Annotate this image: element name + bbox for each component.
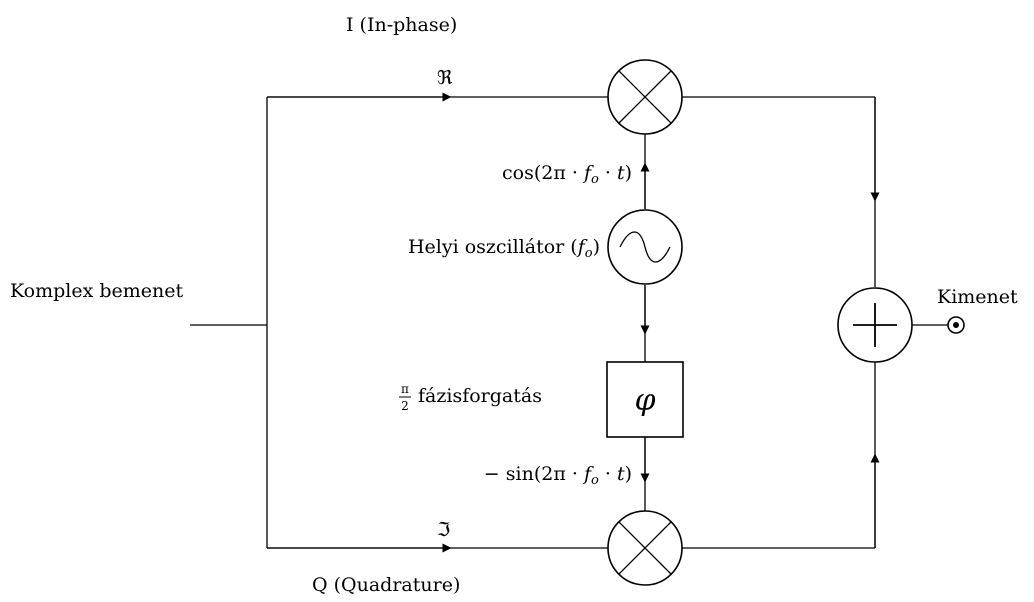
oscillator-label: Helyi oszcillátor (fo) [408, 236, 600, 261]
mixer-i [607, 59, 683, 135]
svg-text:2: 2 [401, 399, 409, 413]
summer [837, 287, 913, 363]
phase-shift-label: π 2 fázisforgatás [399, 382, 542, 413]
sine-wave-icon [619, 231, 671, 263]
cos-signal-label: cos(2π · fo · t) [502, 162, 632, 187]
mixer-q [607, 510, 683, 586]
svg-text:π: π [401, 382, 409, 396]
summer-feed-wires [682, 96, 880, 549]
output-label: Kimenet [937, 286, 1018, 308]
input-wire [190, 97, 268, 548]
real-part-label: ℜ [437, 67, 453, 89]
phase-symbol: φ [634, 383, 655, 418]
q-branch-label: Q (Quadrature) [312, 574, 460, 596]
phase-shifter: φ [606, 361, 684, 438]
svg-text:fázisforgatás: fázisforgatás [418, 385, 542, 407]
sin-signal-label: − sin(2π · fo · t) [484, 463, 632, 488]
local-oscillator [607, 209, 683, 285]
imag-part-label: ℑ [437, 519, 450, 541]
i-branch-label: I (In-phase) [346, 14, 457, 36]
input-label: Komplex bemenet [10, 280, 184, 302]
output-port-icon [947, 316, 965, 334]
